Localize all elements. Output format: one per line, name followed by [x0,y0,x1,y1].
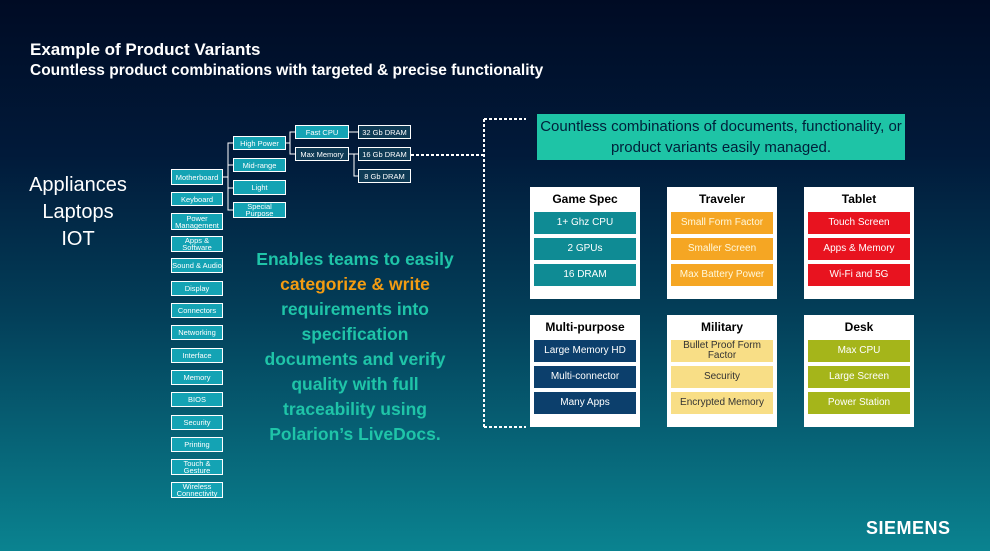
tree-item-32gb-dram: 32 Gb DRAM [358,125,411,139]
tree-item-mid-range: Mid-range [233,158,286,172]
card-item: Encrypted Memory [671,392,773,414]
variant-card-multi-purpose: Multi-purpose Large Memory HD Multi-conn… [530,315,640,427]
card-item: Multi-connector [534,366,636,388]
tree-item-high-power: High Power [233,136,286,150]
device-appliances: Appliances [29,174,127,196]
variant-card-traveler: Traveler Small Form Factor Smaller Scree… [667,187,777,299]
device-iot: IOT [61,228,95,250]
card-title: Game Spec [552,192,618,206]
card-item: Many Apps [534,392,636,414]
card-item: Power Station [808,392,910,414]
tree-item-bios: BIOS [171,392,223,407]
tree-item-8gb-dram: 8 Gb DRAM [358,169,411,183]
tree-item-apps-software: Apps & Software [171,236,223,252]
card-item: Max CPU [808,340,910,362]
statement-highlight-categorize: categorize & [280,274,385,294]
card-item: Smaller Screen [671,238,773,260]
card-item: 1+ Ghz CPU [534,212,636,234]
card-item: Large Memory HD [534,340,636,362]
card-item: Apps & Memory [808,238,910,260]
statement-part-2: requirements into specification document… [264,299,446,444]
tree-item-interface: Interface [171,348,223,363]
tree-item-connectors: Connectors [171,303,223,318]
tree-item-networking: Networking [171,325,223,340]
slide-title: Example of Product Variants [30,40,261,59]
tree-item-light: Light [233,180,286,195]
variant-card-tablet: Tablet Touch Screen Apps & Memory Wi-Fi … [804,187,914,299]
card-item: Max Battery Power [671,264,773,286]
tree-item-printing: Printing [171,437,223,452]
device-list: Appliances Laptops IOT [18,172,138,253]
device-laptops: Laptops [42,201,114,223]
tree-item-16gb-dram: 16 Gb DRAM [358,147,411,161]
tree-item-power-management: Power Management [171,213,223,230]
tree-item-sound-audio: Sound & Audio [171,258,223,273]
combinations-label: Countless combinations of documents, fun… [537,114,905,160]
card-item: 16 DRAM [534,264,636,286]
tree-item-keyboard: Keyboard [171,192,223,206]
card-item: Large Screen [808,366,910,388]
tree-item-wireless-connectivity: Wireless Connectivity [171,482,223,498]
tree-item-fast-cpu: Fast CPU [295,125,349,139]
card-item: Wi-Fi and 5G [808,264,910,286]
tree-item-security: Security [171,415,223,430]
variant-card-desk: Desk Max CPU Large Screen Power Station [804,315,914,427]
card-item: Small Form Factor [671,212,773,234]
tree-item-motherboard: Motherboard [171,169,223,185]
card-item: 2 GPUs [534,238,636,260]
card-title: Tablet [841,192,877,206]
slide-subtitle: Countless product combinations with targ… [30,62,544,79]
tree-item-touch-gesture: Touch & Gesture [171,459,223,475]
polarion-livedocs-statement: Enables teams to easily categorize & wri… [256,247,454,447]
card-item: Security [671,366,773,388]
tree-item-display: Display [171,281,223,296]
variant-card-game-spec: Game Spec 1+ Ghz CPU 2 GPUs 16 DRAM [530,187,640,299]
card-title: Traveler [698,192,746,206]
statement-highlight-write: write [389,274,430,294]
card-item: Touch Screen [808,212,910,234]
card-title: Desk [844,320,874,334]
tree-item-special-purpose: Special Purpose [233,202,286,218]
tree-item-max-memory: Max Memory [295,147,349,161]
siemens-logo: SIEMENS [866,518,951,538]
tree-item-memory: Memory [171,370,223,385]
card-title: Multi-purpose [545,320,625,334]
variant-card-military: Military Bullet Proof Form Factor Securi… [667,315,777,427]
statement-part-1: Enables teams to easily [256,249,454,269]
card-item: Bullet Proof Form Factor [671,340,773,362]
card-title: Military [700,320,743,334]
